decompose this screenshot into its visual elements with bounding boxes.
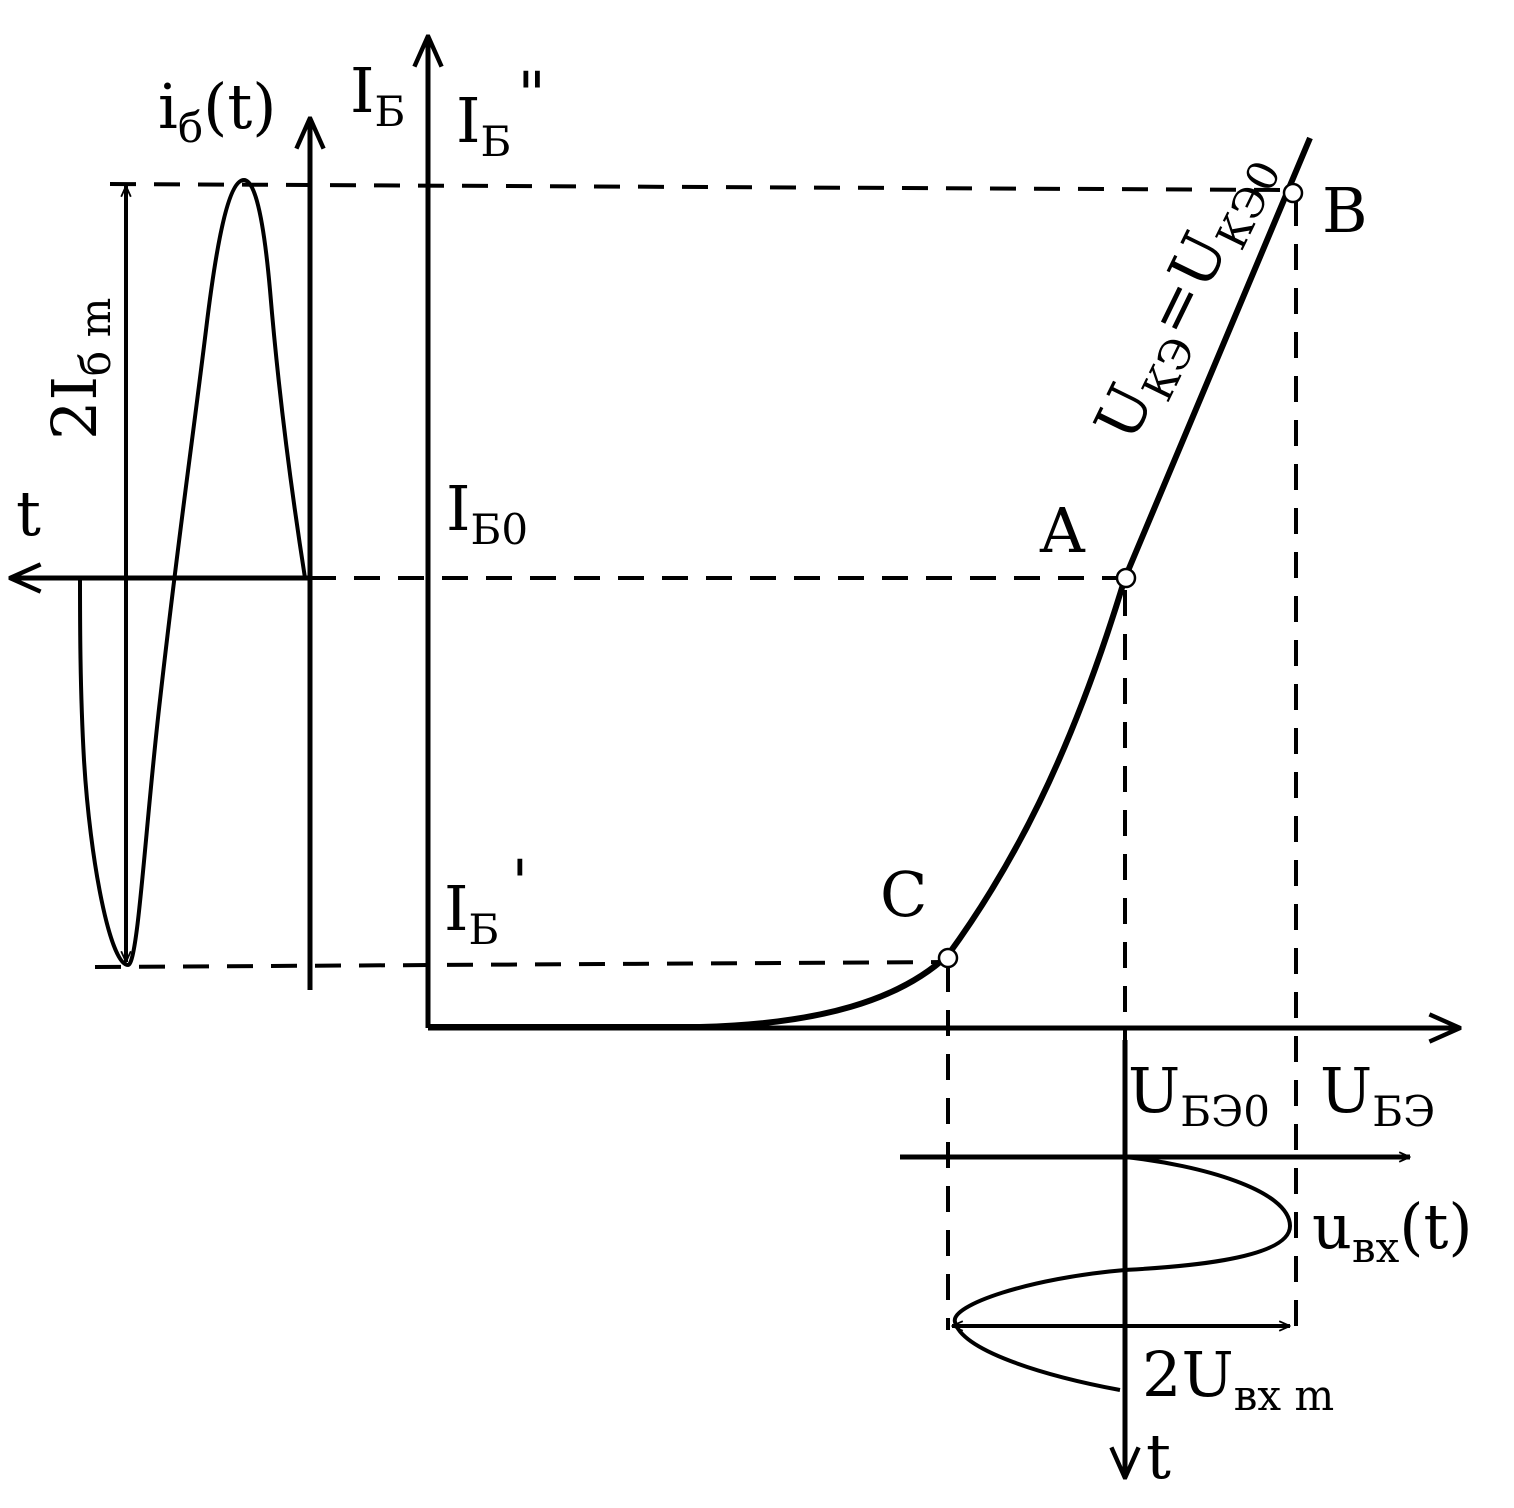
curve-parameter-label: UКЭ=UКЭ0 <box>1080 139 1291 456</box>
dash-ib-max <box>109 182 1291 192</box>
point-c-marker <box>937 947 959 969</box>
t-bottom-label: t <box>1146 1420 1171 1493</box>
uin-t-label: uвх(t) <box>1312 1190 1473 1272</box>
ib-min-label: IБ' <box>444 846 528 954</box>
point-b-marker <box>1282 182 1304 204</box>
point-a-label: A <box>1039 494 1086 567</box>
amp-uin-label: 2Uвх m <box>1142 1338 1334 1420</box>
point-c-label: C <box>880 858 927 931</box>
amp-ib-label: 2Iб m <box>38 298 120 440</box>
uin-sine-wave <box>952 1155 1293 1392</box>
t-left-label: t <box>16 477 41 550</box>
ib-t-label: iб(t) <box>158 70 276 152</box>
ib-sine-wave <box>78 177 307 968</box>
x-axis-label: UБЭ <box>1320 1054 1435 1136</box>
point-a-marker <box>1115 567 1137 589</box>
point-b-label: B <box>1322 174 1368 247</box>
ib-rest-label: IБ0 <box>446 472 528 554</box>
y-axis-label: IБ <box>350 54 405 136</box>
ube-rest-label: UБЭ0 <box>1128 1054 1270 1136</box>
dash-ib-min <box>94 960 946 969</box>
input-characteristic-curve <box>430 136 1313 1030</box>
ib-max-label: IБ" <box>456 58 546 166</box>
